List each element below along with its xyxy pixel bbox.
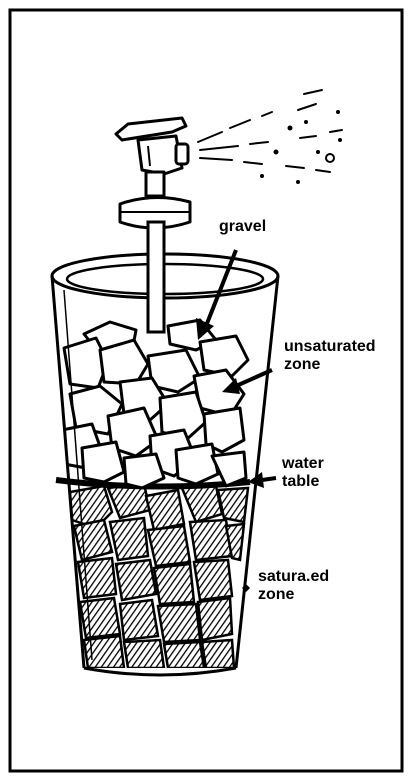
unsaturated-zone-label-line2: zone: [284, 356, 320, 374]
saturated-zone-label-line2: zone: [258, 586, 294, 604]
saturated-gravel: [52, 482, 282, 668]
spray-bubble: [326, 154, 334, 162]
unsaturated-gravel: [62, 320, 248, 488]
unsaturated-zone-label-line1: unsaturated: [284, 338, 376, 356]
spray-nozzle: [116, 118, 190, 228]
water-table-label-line1: water: [282, 455, 324, 473]
gravel-label: gravel: [219, 218, 266, 236]
water-table-label-line2: table: [282, 473, 319, 491]
saturated-zone-label-line1: satura.ed: [258, 568, 329, 586]
spray-tube: [148, 222, 164, 332]
spray-mist: [198, 90, 342, 172]
